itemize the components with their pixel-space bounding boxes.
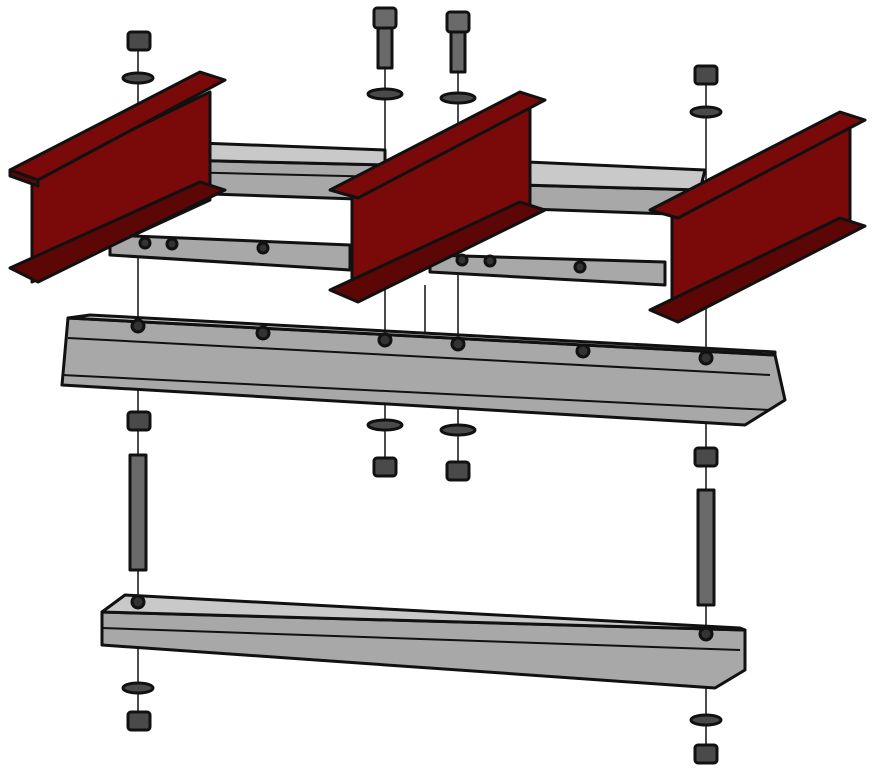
- nuts-and-washers: [121, 30, 723, 765]
- spacer-rod-right: [696, 488, 716, 607]
- spacer-rod-left: [128, 453, 148, 572]
- nut: [126, 30, 152, 52]
- long-channel-upper: [60, 313, 787, 427]
- nut: [372, 456, 398, 478]
- i-beam-right: [648, 110, 867, 324]
- washer: [439, 423, 477, 437]
- washer: [366, 418, 404, 432]
- washer: [121, 681, 155, 695]
- bolt-left: [372, 6, 398, 70]
- washer: [689, 713, 723, 727]
- washer: [366, 87, 404, 101]
- nut: [445, 460, 471, 482]
- washer: [121, 71, 155, 85]
- i-beam-middle: [328, 90, 547, 304]
- long-channel-lower: [100, 593, 747, 690]
- nut: [693, 446, 719, 468]
- nut: [126, 410, 152, 432]
- nut: [126, 710, 152, 732]
- washer: [439, 91, 477, 105]
- cross-channel-lower-left: [108, 233, 352, 272]
- nut: [693, 64, 719, 86]
- bolt-right: [445, 10, 471, 74]
- washer: [689, 105, 723, 119]
- nut: [693, 743, 719, 765]
- cross-channel-lower-right: [428, 253, 667, 287]
- i-beam-left: [8, 70, 227, 284]
